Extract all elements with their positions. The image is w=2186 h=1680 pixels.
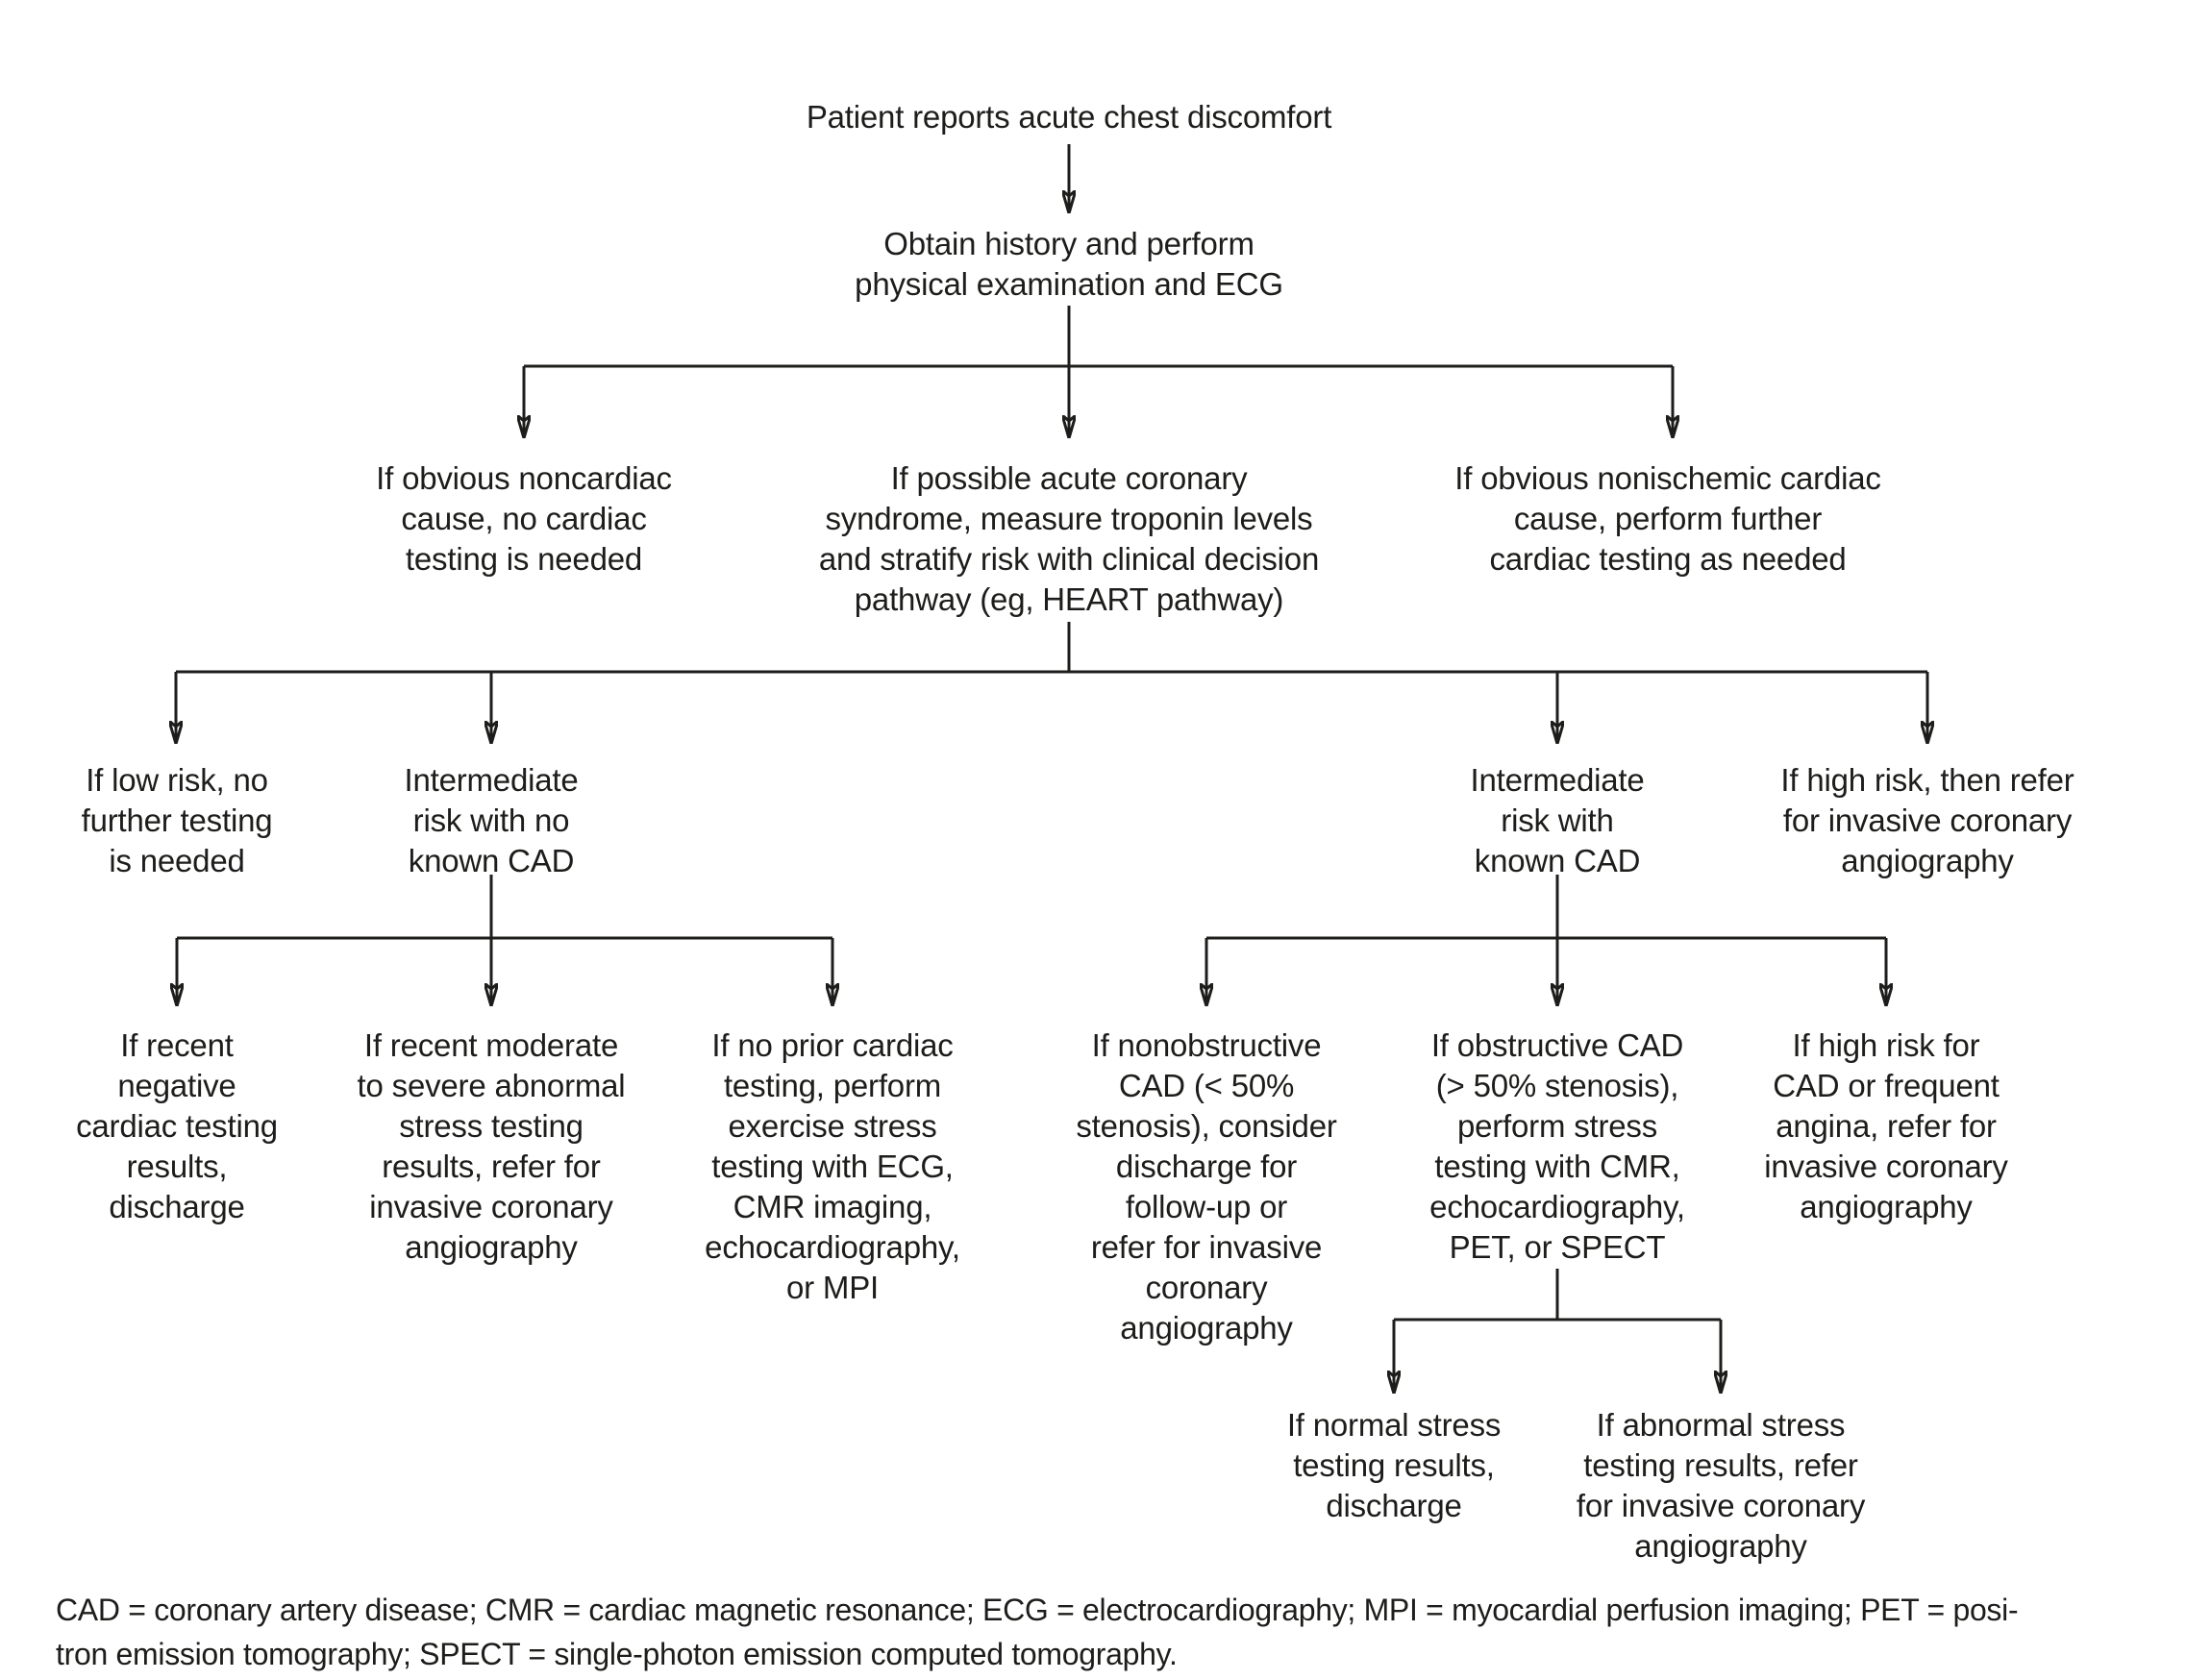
- node-normal-stress: If normal stress testing results, discha…: [1286, 1407, 1502, 1523]
- node-recent-moderate-abnormal: If recent moderate to severe abnormal st…: [357, 1027, 626, 1265]
- node-obtain-history: Obtain history and perform physical exam…: [855, 226, 1283, 302]
- branch-level-1: [524, 306, 1673, 436]
- node-low-risk: If low risk, no further testing is neede…: [81, 762, 273, 878]
- node-no-prior-testing: If no prior cardiac testing, perform exe…: [705, 1027, 960, 1305]
- branch-intermediate-no-cad: [177, 875, 832, 1004]
- branch-stress-testing-results: [1394, 1269, 1721, 1392]
- node-high-risk-cad: If high risk for CAD or frequent angina,…: [1764, 1027, 2008, 1224]
- node-noncardiac-cause: If obvious noncardiac cause, no cardiac …: [376, 460, 672, 577]
- node-abnormal-stress: If abnormal stress testing results, refe…: [1576, 1407, 1866, 1564]
- node-nonobstructive-cad: If nonobstructive CAD (< 50% stenosis), …: [1076, 1027, 1337, 1346]
- node-intermediate-known-cad: Intermediate risk with known CAD: [1470, 762, 1645, 878]
- node-possible-acs: If possible acute coronary syndrome, mea…: [818, 460, 1320, 617]
- node-recent-negative: If recent negative cardiac testing resul…: [76, 1027, 278, 1224]
- node-high-risk: If high risk, then refer for invasive co…: [1780, 762, 2074, 878]
- abbreviation-footnote: CAD = coronary artery disease; CMR = car…: [56, 1593, 2019, 1671]
- node-obstructive-cad: If obstructive CAD (> 50% stenosis), per…: [1429, 1027, 1685, 1265]
- node-intermediate-no-cad: Intermediate risk with no known CAD: [404, 762, 579, 878]
- branch-intermediate-known-cad: [1206, 875, 1886, 1004]
- node-nonischemic-cause: If obvious nonischemic cardiac cause, pe…: [1454, 460, 1881, 577]
- node-patient-reports: Patient reports acute chest discomfort: [806, 99, 1332, 135]
- branch-level-2-risk: [176, 622, 1927, 742]
